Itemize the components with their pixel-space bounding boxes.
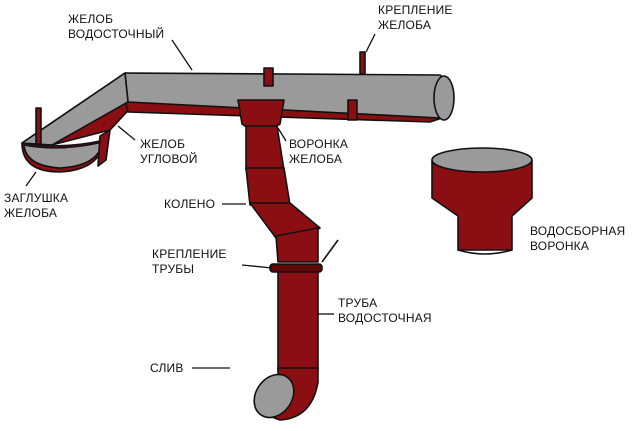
label-corner-gutter-line2: УГЛОВОЙ [140, 151, 198, 166]
label-drain: СЛИВ [150, 361, 184, 375]
label-pipe-bracket: КРЕПЛЕНИЕ ТРУБЫ [152, 247, 230, 276]
funnel-rim [431, 147, 533, 173]
end-cap-face [23, 141, 104, 169]
pipe-bracket-band [269, 263, 323, 273]
drain-opening [253, 373, 295, 419]
label-downpipe: ТРУБА ВОДОСТОЧНАЯ [338, 296, 432, 325]
gutter-bracket-top [359, 51, 366, 75]
pipe-upper [245, 125, 285, 171]
label-end-cap-line2: ЖЕЛОБА [4, 206, 57, 220]
label-gutter-line2: ВОДОСТОЧНЫЙ [68, 26, 164, 41]
funnel-body [431, 159, 533, 251]
label-gutter-bracket-line2: ЖЕЛОБА [378, 18, 431, 32]
label-collecting-funnel: ВОДОСБОРНАЯ ВОРОНКА [530, 224, 629, 253]
label-gutter-funnel-line2: ЖЕЛОБА [289, 152, 342, 166]
label-corner-gutter: ЖЕЛОБ УГЛОВОЙ [140, 137, 198, 166]
label-gutter-bracket-line1: КРЕПЛЕНИЕ [378, 3, 453, 17]
label-downpipe-line1: ТРУБА [338, 296, 377, 310]
label-gutter-funnel: ВОРОНКА ЖЕЛОБА [289, 137, 352, 166]
label-end-cap-line1: ЗАГЛУШКА [4, 191, 68, 205]
pipe-bracket-pin [321, 239, 339, 263]
gutter-clip-1 [263, 67, 274, 87]
leader-lines [25, 33, 376, 369]
label-collecting-funnel-line2: ВОРОНКА [530, 239, 589, 253]
elbow-upper [245, 167, 291, 206]
label-corner-gutter-line1: ЖЕЛОБ [140, 137, 185, 151]
elbow-lower [275, 227, 319, 263]
label-elbow-line1: КОЛЕНО [164, 197, 215, 211]
corner-gutter-surface [21, 72, 129, 146]
label-drain-line1: СЛИВ [150, 361, 184, 375]
leader-gutter-bracket [365, 33, 376, 53]
collecting-funnel [431, 147, 533, 255]
gutter-drawing [21, 51, 533, 421]
label-gutter-bracket: КРЕПЛЕНИЕ ЖЕЛОБА [378, 3, 456, 32]
gutter-clip-2 [347, 99, 358, 121]
label-collecting-funnel-line1: ВОДОСБОРНАЯ [530, 224, 625, 238]
label-gutter: ЖЕЛОБ ВОДОСТОЧНЫЙ [68, 12, 164, 41]
gutter-bracket-left [35, 107, 42, 145]
label-gutter-line1: ЖЕЛОБ [68, 12, 113, 26]
gutter-outlet [237, 99, 285, 129]
leader-corner-gutter [117, 125, 136, 141]
label-pipe-bracket-line1: КРЕПЛЕНИЕ [152, 247, 227, 261]
leader-end-cap [25, 171, 37, 187]
leader-gutter-funnel [277, 127, 287, 142]
corner-bracket [97, 129, 111, 167]
pipe-main [277, 271, 319, 371]
gutter-end-oval [433, 75, 455, 121]
label-downpipe-line2: ВОДОСТОЧНАЯ [338, 311, 432, 325]
leader-pipe-bracket [241, 264, 273, 269]
label-pipe-bracket-line2: ТРУБЫ [152, 262, 194, 276]
leader-gutter [171, 39, 193, 71]
labels: ЖЕЛОБ ВОДОСТОЧНЫЙ КРЕПЛЕНИЕ ЖЕЛОБА ЖЕЛОБ… [4, 3, 629, 375]
funnel-bottom [457, 249, 513, 255]
label-gutter-funnel-line1: ВОРОНКА [289, 137, 348, 151]
label-end-cap: ЗАГЛУШКА ЖЕЛОБА [4, 191, 72, 220]
label-elbow: КОЛЕНО [164, 197, 215, 211]
